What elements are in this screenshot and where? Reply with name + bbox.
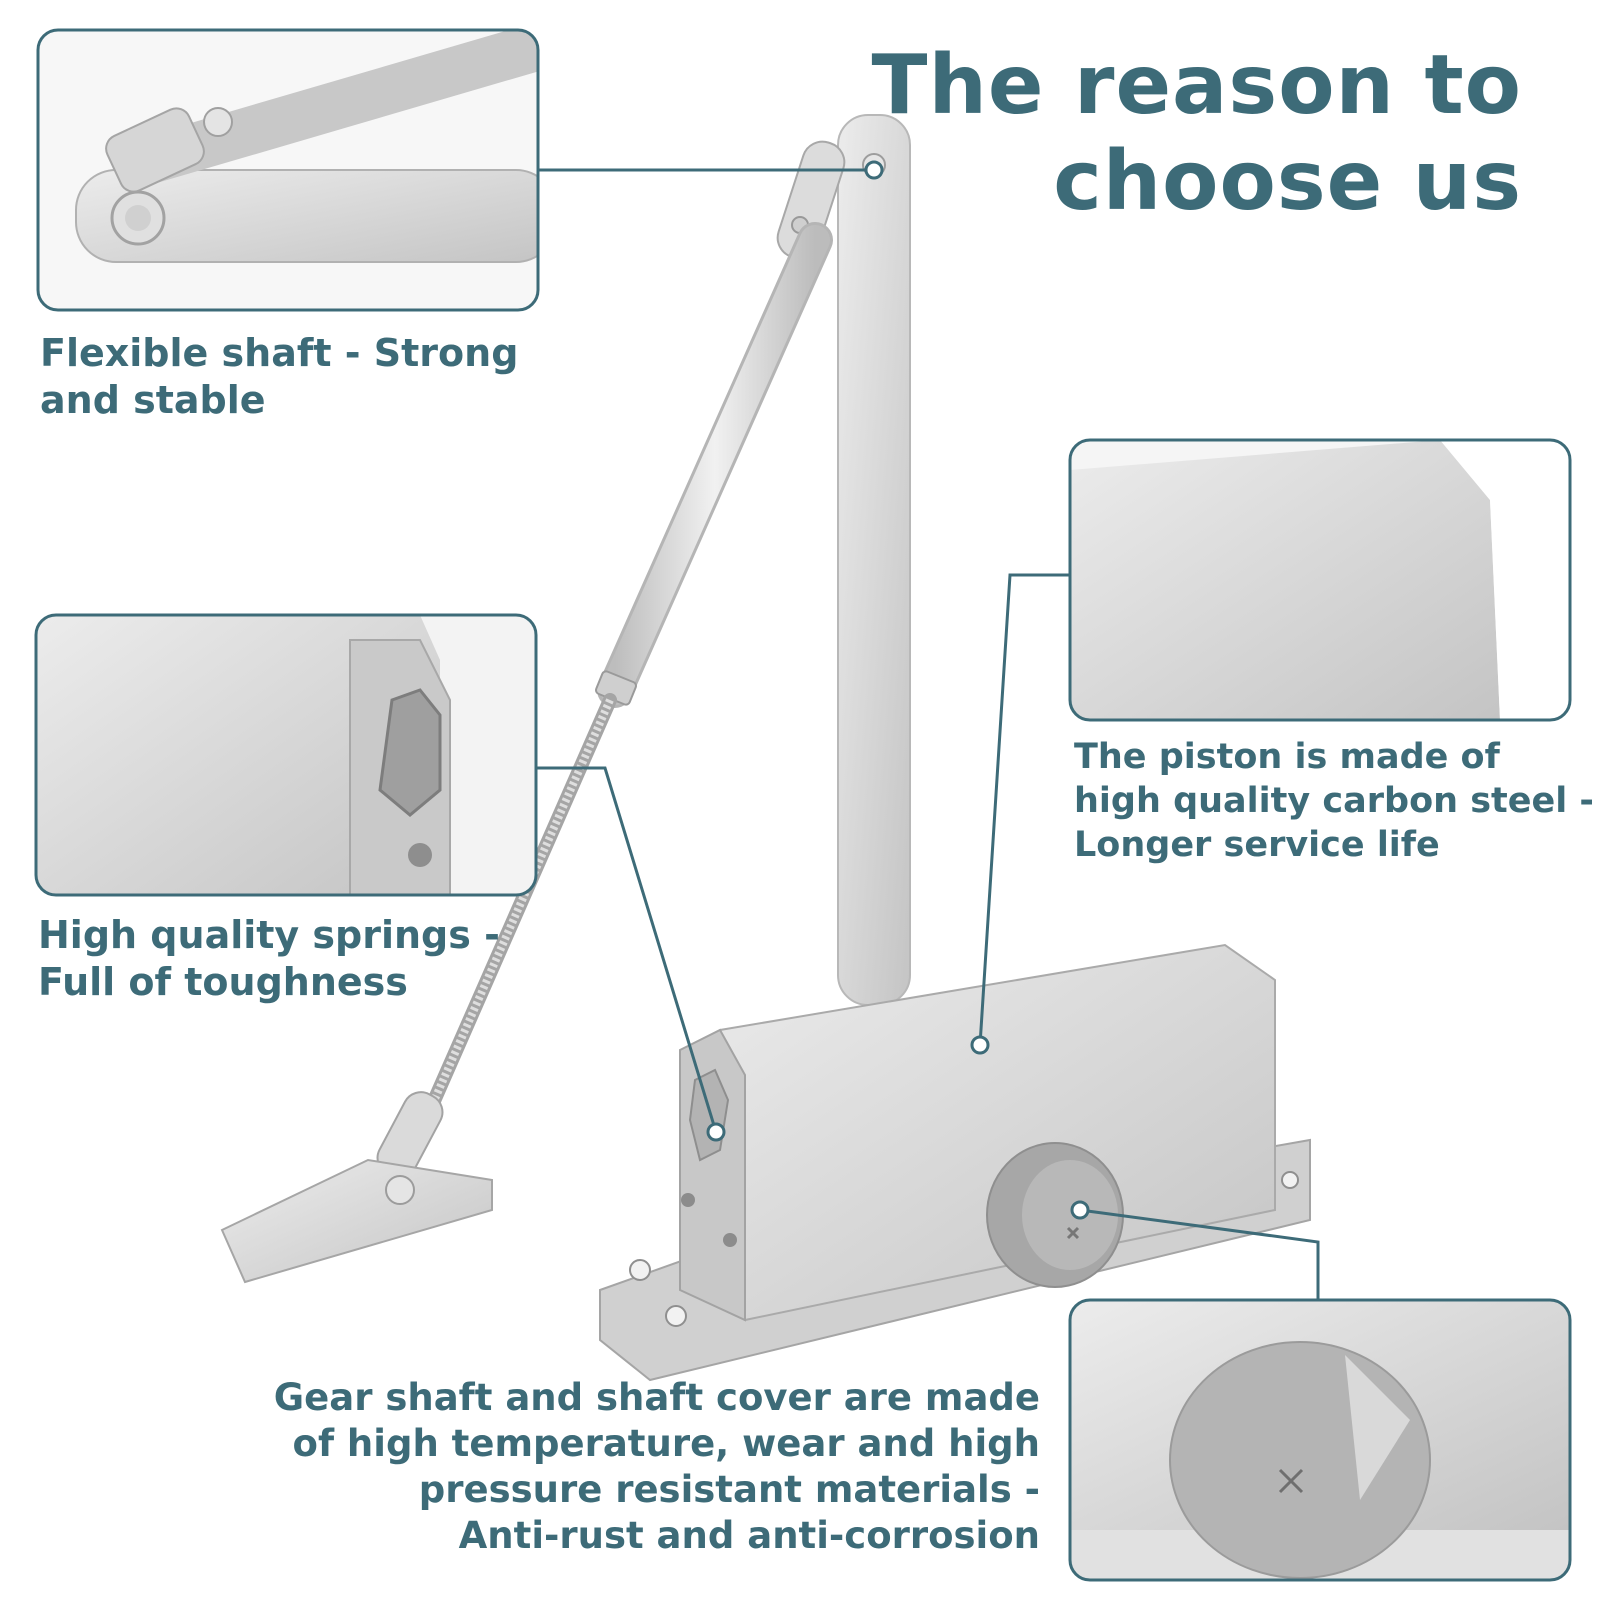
caption-line: The piston is made of [1074, 737, 1500, 777]
feature-caption-shaft: Flexible shaft - Strong and stable [40, 330, 518, 424]
forearm-tube [595, 222, 833, 708]
feature-caption-gear: Gear shaft and shaft cover are made of h… [270, 1375, 1040, 1559]
closer-body [599, 943, 1311, 1382]
caption-line: Longer service life [1074, 825, 1440, 865]
callout-dot-springs [706, 1122, 726, 1142]
zoom-panel-piston [1068, 438, 1572, 722]
callout-line-gear [1079, 1208, 1320, 1300]
caption-line: Flexible shaft - Strong [40, 331, 519, 375]
caption-line: Full of toughness [38, 960, 408, 1004]
caption-line: of high temperature, wear and high [292, 1422, 1040, 1465]
zoom-panel-springs [34, 613, 538, 897]
zoom-panel-shaft [36, 28, 540, 312]
page-title-line-1: The reason to [871, 38, 1522, 133]
main-arm [837, 114, 911, 1006]
callout-dot-piston [970, 1035, 990, 1055]
feature-caption-springs: High quality springs - Full of toughness [38, 912, 500, 1006]
page-title: The reason to choose us [872, 38, 1522, 230]
callout-lines [536, 168, 1320, 1300]
door-bracket [220, 1091, 493, 1284]
caption-line: High quality springs - [38, 913, 500, 957]
caption-line: and stable [40, 378, 266, 422]
callout-dot-gear [1070, 1200, 1090, 1220]
adjustment-cap [986, 1142, 1124, 1288]
caption-line: Gear shaft and shaft cover are made [273, 1376, 1040, 1419]
caption-line: high quality carbon steel - [1074, 781, 1594, 821]
caption-line: Anti-rust and anti-corrosion [458, 1514, 1040, 1557]
callout-dot-shaft [864, 160, 884, 180]
callout-dots [706, 160, 1090, 1220]
callout-line-piston [978, 573, 1070, 1046]
zoom-panel-gear [1068, 1298, 1572, 1582]
feature-caption-piston: The piston is made of high quality carbo… [1074, 735, 1594, 867]
page-title-line-2: choose us [1053, 134, 1522, 229]
caption-line: pressure resistant materials - [418, 1468, 1040, 1511]
callout-line-springs [536, 766, 718, 1133]
